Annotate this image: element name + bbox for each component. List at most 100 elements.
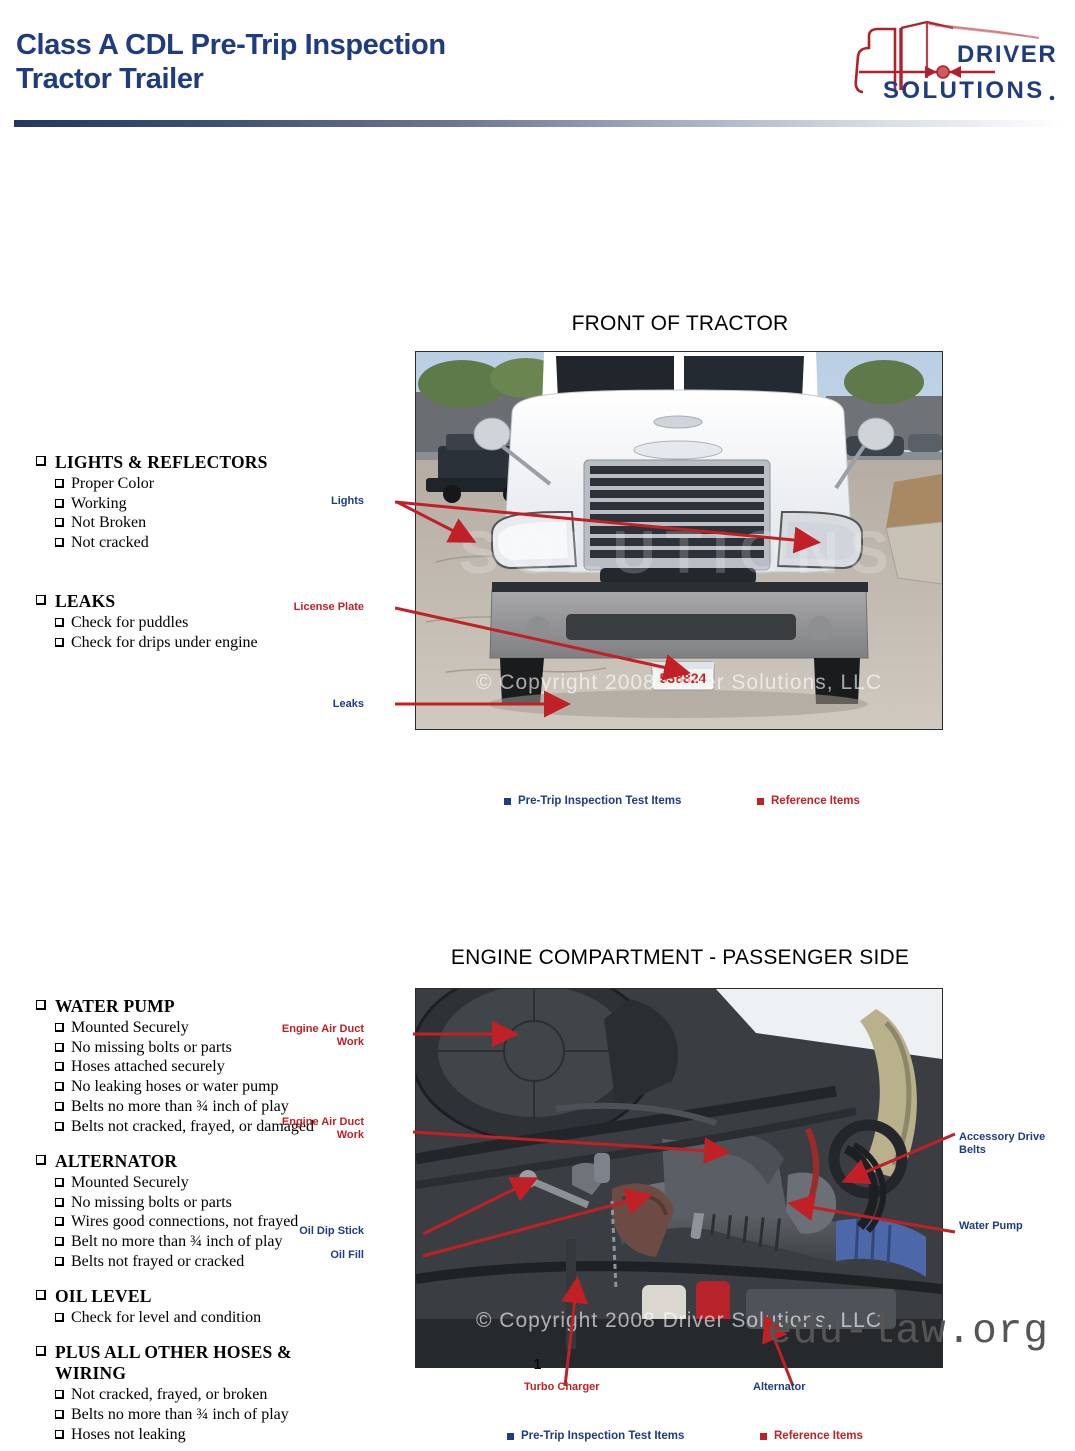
legend-item-reference: Reference Items <box>760 1430 863 1442</box>
group-heading-label: LEAKS <box>55 591 116 612</box>
list-item: Mounted Securely <box>55 1019 336 1038</box>
list-item-label: No missing bolts or parts <box>71 1193 232 1211</box>
checkbox-icon[interactable] <box>36 1000 46 1010</box>
list-item-label: No missing bolts or parts <box>71 1038 232 1056</box>
section-title-front-of-tractor: FRONT OF TRACTOR <box>571 312 789 335</box>
legend-label-reference: Reference Items <box>771 795 860 807</box>
section-title-engine-compartment: ENGINE COMPARTMENT - PASSENGER SIDE <box>450 946 910 969</box>
legend-square-icon-test <box>504 797 511 805</box>
group-heading-label: ALTERNATOR <box>55 1150 178 1171</box>
legend-front-of-tractor: Pre-Trip Inspection Test Items Reference… <box>0 795 1075 815</box>
logo-wordmark-solutions: SOLUTIONS <box>883 77 1045 104</box>
list-item-label: Check for drips under engine <box>71 633 258 651</box>
list-item: Check for drips under engine <box>55 634 336 653</box>
checkbox-icon[interactable] <box>55 498 64 508</box>
checkbox-icon[interactable] <box>36 595 46 606</box>
checklist-group-lights-reflectors: LIGHTS & REFLECTORS Proper Color Working… <box>36 452 336 553</box>
checklist-items: Proper Color Working Not Broken Not crac… <box>55 475 336 554</box>
legend-square-icon-reference <box>760 1432 767 1440</box>
checklist-group-oil-level: OIL LEVEL Check for level and condition <box>36 1286 336 1328</box>
checkbox-icon[interactable] <box>55 1257 64 1267</box>
logo-graphic: DRIVER SOLUTIONS <box>854 20 1056 104</box>
list-item-label: Wires good connections, not frayed <box>71 1213 299 1231</box>
callout-turbo-charger: Turbo Charger <box>524 1381 600 1393</box>
checkbox-icon[interactable] <box>36 1290 46 1300</box>
legend-label-reference: Reference Items <box>774 1430 863 1442</box>
checklist-items: Check for puddles Check for drips under … <box>55 614 336 653</box>
list-item-label: Hoses attached securely <box>71 1058 225 1076</box>
list-item: Check for puddles <box>55 614 336 633</box>
legend-square-icon-test <box>507 1432 514 1440</box>
checkbox-icon[interactable] <box>55 617 64 627</box>
photo-front-of-tractor-image: 538824 <box>416 352 942 729</box>
list-item: Proper Color <box>55 475 336 494</box>
list-item: No leaking hoses or water pump <box>55 1078 336 1097</box>
checkbox-icon[interactable] <box>55 1409 64 1419</box>
checkbox-icon[interactable] <box>36 1345 46 1356</box>
list-item-label: Not cracked, frayed, or broken <box>71 1385 268 1403</box>
group-heading-row: OIL LEVEL <box>36 1286 336 1308</box>
checkbox-icon[interactable] <box>55 1389 64 1399</box>
checkbox-icon[interactable] <box>55 538 64 548</box>
checklist-group-alternator: ALTERNATOR Mounted Securely No missing b… <box>36 1151 336 1272</box>
callout-accessory-drive-belts: Accessory Drive Belts <box>959 1131 1046 1157</box>
list-item-label: Belt no more than ¾ inch of play <box>71 1233 283 1251</box>
callout-leaks: Leaks <box>332 698 364 710</box>
group-heading-row: LIGHTS & REFLECTORS <box>36 452 336 474</box>
group-heading-label: PLUS ALL OTHER HOSES & WIRING <box>55 1341 292 1384</box>
list-item: Belts not frayed or cracked <box>55 1253 336 1272</box>
page-title: Class A CDL Pre-Trip Inspection Tractor … <box>16 29 446 96</box>
list-item: Not Broken <box>55 514 336 533</box>
checklist-group-water-pump: WATER PUMP Mounted Securely No missing b… <box>36 996 336 1137</box>
list-item: Check for level and condition <box>55 1309 336 1328</box>
checkbox-icon[interactable] <box>55 1102 64 1112</box>
checkbox-icon[interactable] <box>55 1062 64 1072</box>
checklist-items: Mounted Securely No missing bolts or par… <box>55 1019 336 1137</box>
checkbox-icon[interactable] <box>55 1042 64 1052</box>
legend-item-test: Pre-Trip Inspection Test Items <box>504 795 681 807</box>
checkbox-icon[interactable] <box>55 1237 64 1247</box>
site-watermark: edu-law.org <box>767 1309 1049 1355</box>
list-item: Working <box>55 495 336 514</box>
group-heading-label: WATER PUMP <box>55 996 175 1016</box>
list-item-label: No leaking hoses or water pump <box>71 1078 279 1096</box>
checkbox-icon[interactable] <box>55 1177 64 1187</box>
driver-solutions-logo: DRIVER SOLUTIONS <box>849 18 1061 114</box>
license-plate-number: 538824 <box>660 670 707 686</box>
checkbox-icon[interactable] <box>55 518 64 528</box>
group-heading-label: LIGHTS & REFLECTORS <box>55 452 268 472</box>
checkbox-icon[interactable] <box>55 1122 64 1132</box>
list-item-label: Check for level and condition <box>71 1308 262 1326</box>
list-item-label: Check for puddles <box>71 613 189 631</box>
list-item: No missing bolts or parts <box>55 1039 336 1058</box>
license-plate: 538824 <box>651 661 715 691</box>
checkbox-icon[interactable] <box>55 1082 64 1092</box>
checkbox-icon[interactable] <box>55 1217 64 1227</box>
legend-item-test: Pre-Trip Inspection Test Items <box>507 1430 684 1442</box>
checkbox-icon[interactable] <box>55 1022 64 1032</box>
list-item-label: Belts not cracked, frayed, or damaged <box>71 1118 315 1136</box>
group-heading-row: WATER PUMP <box>36 996 336 1018</box>
checkbox-icon[interactable] <box>55 1197 64 1207</box>
list-item: Wires good connections, not frayed <box>55 1213 336 1232</box>
group-heading-label: OIL LEVEL <box>55 1286 152 1306</box>
list-item-label: Not Broken <box>71 514 147 532</box>
callout-engine-air-duct-work-second: Engine Air Duct Work <box>281 1116 364 1142</box>
checkbox-icon[interactable] <box>55 1312 64 1322</box>
callout-license-plate: License Plate <box>293 601 364 613</box>
list-item-label: Mounted Securely <box>71 1173 189 1191</box>
page-header: Class A CDL Pre-Trip Inspection Tractor … <box>0 0 1075 130</box>
checkbox-icon[interactable] <box>55 637 64 647</box>
callout-engine-air-duct-work-top: Engine Air Duct Work <box>281 1023 364 1049</box>
checkbox-icon[interactable] <box>36 1154 46 1165</box>
checkbox-icon[interactable] <box>36 456 46 466</box>
legend-engine-compartment: Pre-Trip Inspection Test Items Reference… <box>0 1430 1075 1450</box>
callout-water-pump: Water Pump <box>959 1220 1023 1232</box>
checklist-group-leaks: LEAKS Check for puddles Check for drips … <box>36 591 336 652</box>
list-item: Belts no more than ¾ inch of play <box>55 1098 336 1117</box>
list-item-label: Belts no more than ¾ inch of play <box>71 1405 289 1423</box>
callout-oil-fill: Oil Fill <box>330 1249 364 1261</box>
legend-label-test: Pre-Trip Inspection Test Items <box>521 1430 685 1442</box>
checkbox-icon[interactable] <box>55 478 64 488</box>
callout-lights: Lights <box>331 495 364 507</box>
